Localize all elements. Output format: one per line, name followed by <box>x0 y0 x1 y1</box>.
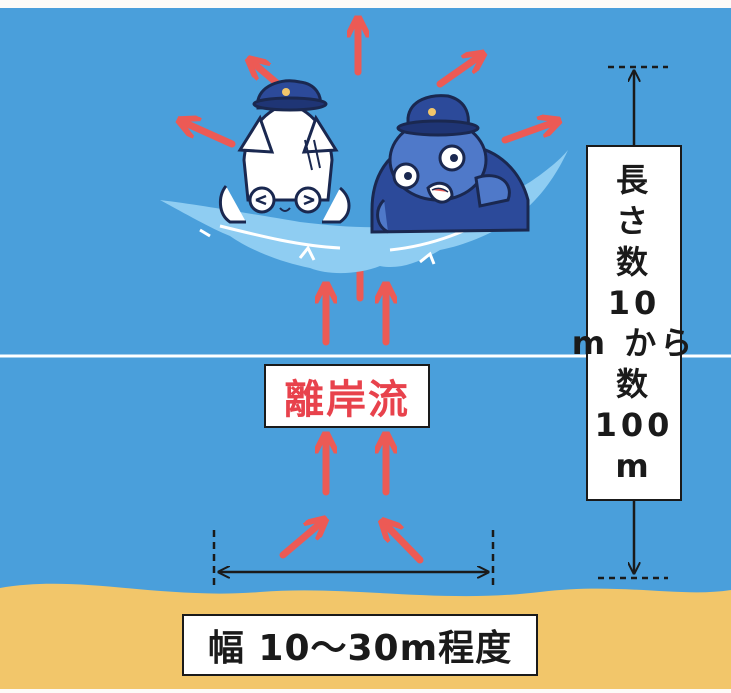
length-text-line: 10 <box>607 283 661 322</box>
rip-current-label: 離岸流 <box>264 364 430 428</box>
width-dimension <box>212 530 495 590</box>
arrow <box>501 122 555 144</box>
length-text-line: 100 <box>594 406 674 445</box>
width-label: 幅 10～30m程度 <box>182 614 538 676</box>
length-text-line: 数 <box>615 242 652 281</box>
arrow <box>279 522 322 559</box>
length-label: 長 さ 数 10 m から 数 100 m <box>572 145 692 501</box>
width-text: 幅 10～30m程度 <box>207 628 513 669</box>
length-text-line: 数 <box>615 365 652 404</box>
squid-mascot <box>219 79 351 224</box>
arrow <box>183 122 236 148</box>
rip-current-text: 離岸流 <box>284 377 410 423</box>
arrow <box>385 524 424 564</box>
police-mascot <box>370 94 530 234</box>
length-text-line: 長 <box>615 160 652 199</box>
length-text-line: m から <box>571 324 697 363</box>
length-text-line: さ <box>615 201 652 240</box>
arrow <box>436 56 480 88</box>
length-dimension <box>598 65 668 580</box>
length-text-line: m <box>615 447 653 485</box>
water-splash <box>160 150 568 274</box>
